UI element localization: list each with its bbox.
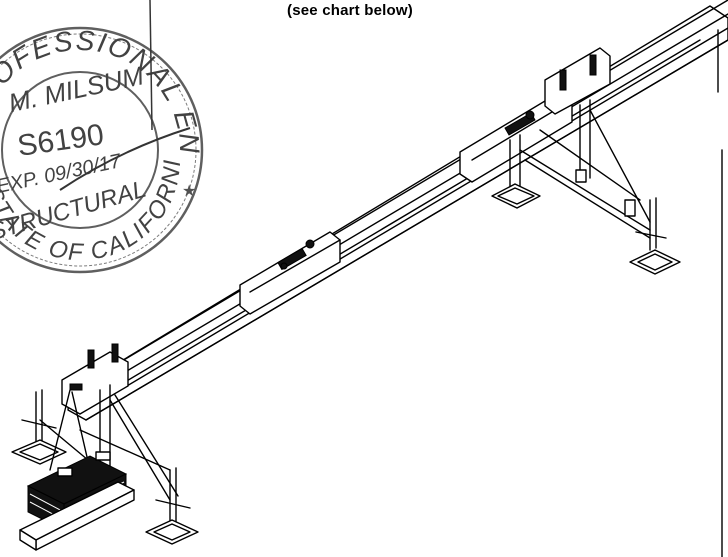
support-frame-right xyxy=(491,47,681,275)
engineer-seal: PROFESSIONAL ENGINEER STATE OF CALIFORNI… xyxy=(0,0,203,274)
beam-splice-middle xyxy=(239,231,341,315)
counterweight-stack xyxy=(19,389,135,551)
support-frame-left xyxy=(11,343,199,545)
caption-see-chart: (see chart below) xyxy=(287,2,413,19)
svg-text:★: ★ xyxy=(182,183,196,200)
